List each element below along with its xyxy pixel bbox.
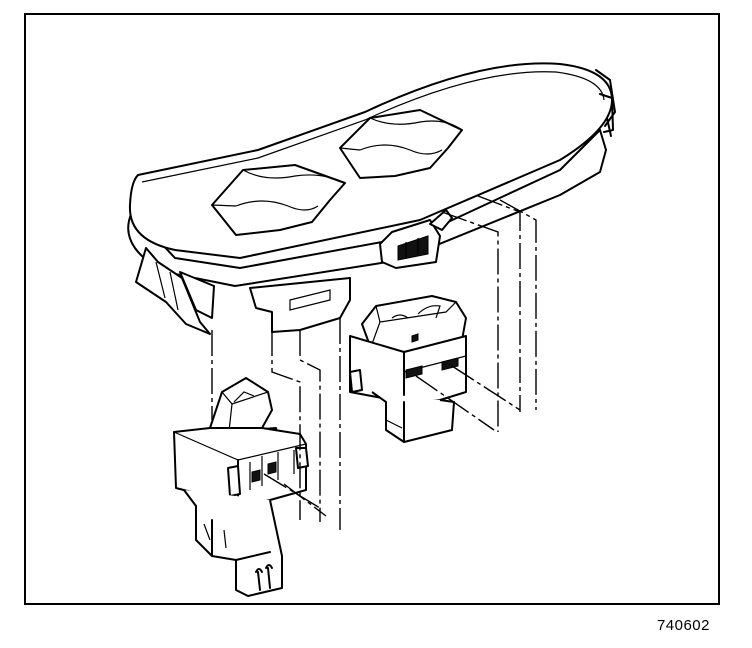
bezel-mounting-tabs bbox=[135, 209, 453, 335]
switch-opening-left bbox=[211, 164, 346, 236]
driver-master-window-switch bbox=[173, 377, 309, 597]
alignment-leader-lines bbox=[211, 195, 537, 530]
passenger-window-switch bbox=[349, 295, 467, 443]
figure-number: 740602 bbox=[656, 617, 710, 634]
switch-opening-right bbox=[339, 109, 463, 179]
